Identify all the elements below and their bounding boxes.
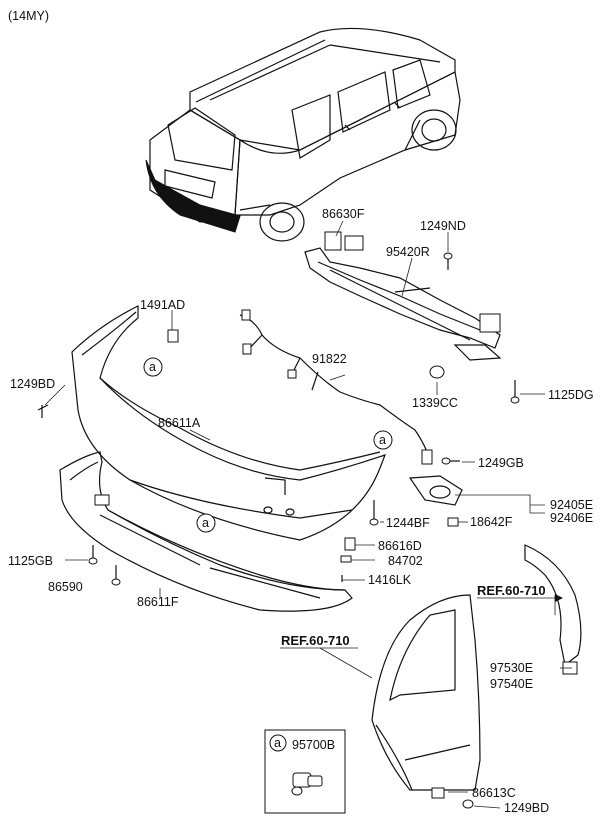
reflector-lamp (408, 475, 463, 506)
label-1125GB: 1125GB (8, 554, 53, 568)
bumper-cover (71, 305, 387, 541)
ref-label-right: REF.60-710 (477, 583, 546, 598)
callout-a-2-text: a (379, 433, 386, 447)
label-91822: 91822 (312, 352, 347, 366)
bracket-86613C (431, 787, 474, 809)
label-95420R: 95420R (386, 245, 430, 259)
callout-a-2: a (373, 430, 393, 450)
label-86613C: 86613C (472, 786, 516, 800)
leader-lines (44, 220, 572, 809)
label-1249BD-top: 1249BD (10, 377, 55, 391)
callout-a-3-text: a (202, 516, 209, 530)
label-1249BD-bottom: 1249BD (504, 801, 549, 815)
model-year-label: (14MY) (8, 9, 49, 23)
label-1416LK: 1416LK (368, 573, 412, 587)
parking-sensor-part (291, 772, 323, 796)
label-92405E: 92405E (550, 498, 593, 512)
ref-label-left: REF.60-710 (281, 633, 350, 648)
callout-a-1-text: a (149, 360, 156, 374)
callout-a-1: a (143, 357, 163, 377)
label-1125DG: 1125DG (548, 388, 594, 402)
label-1491AD: 1491AD (140, 298, 185, 312)
lower-bumper-cover (59, 451, 353, 612)
wiring-harness (239, 309, 433, 465)
label-18642F: 18642F (470, 515, 513, 529)
callout-a-box-text: a (274, 736, 281, 750)
small-fasteners (37, 252, 520, 586)
label-97530E: 97530E (490, 661, 533, 675)
label-84702: 84702 (388, 554, 423, 568)
label-86630F: 86630F (322, 207, 365, 221)
vehicle-illustration (145, 27, 461, 242)
quarter-panel (371, 594, 481, 791)
inset-box-95700B: a (264, 729, 346, 814)
label-1244BF: 1244BF (386, 516, 430, 530)
ref-arrow-right (477, 594, 563, 602)
label-97540E: 97540E (490, 677, 533, 691)
label-1249GB: 1249GB (478, 456, 524, 470)
callout-a-3: a (196, 513, 216, 533)
bumper-beam (304, 231, 502, 361)
label-86611F: 86611F (137, 595, 179, 609)
label-86590: 86590 (48, 580, 83, 594)
wheel-guard-liner (524, 544, 582, 675)
label-95700B: 95700B (292, 738, 335, 752)
label-1249ND: 1249ND (420, 219, 466, 233)
label-86616D: 86616D (378, 539, 422, 553)
label-1339CC: 1339CC (412, 396, 458, 410)
label-92406E: 92406E (550, 511, 593, 525)
label-86611A: 86611A (158, 416, 201, 430)
